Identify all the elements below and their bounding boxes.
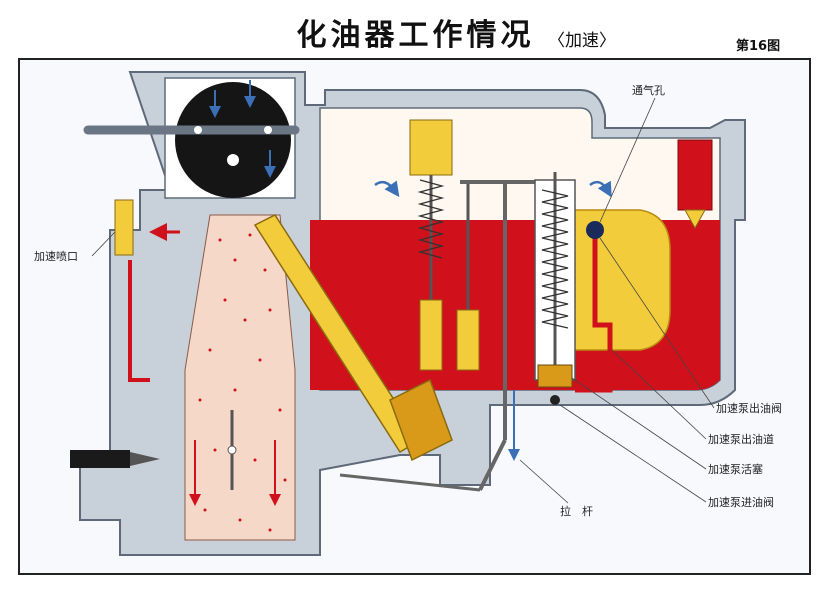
label-pump-outlet-valve: 加速泵出油阀 xyxy=(716,401,782,415)
pump-outlet-passage xyxy=(575,235,613,393)
needle-valve xyxy=(677,139,713,257)
label-accel-nozzle: 加速喷口 xyxy=(34,250,78,263)
pump-piston-part xyxy=(537,364,573,388)
venturi-mixture xyxy=(184,214,296,541)
label-pull-rod: 拉 杆 xyxy=(560,504,593,518)
label-pump-outlet-channel: 加速泵出油道 xyxy=(708,432,774,446)
label-vent-hole: 通气孔 xyxy=(632,83,665,97)
pump-inlet-ball xyxy=(550,395,560,405)
accel-pump xyxy=(534,172,613,405)
page-subtitle: 〈加速〉 xyxy=(548,31,616,51)
figure-number: 第16图 xyxy=(736,39,781,54)
label-pump-inlet-valve: 加速泵进油阀 xyxy=(708,495,774,509)
idle-adjust-screw xyxy=(70,450,160,468)
carburetor-diagram: 加速喷口 通气孔 加速泵出油阀 加速泵出油道 加速泵活塞 加速泵进油阀 拉 杆 xyxy=(34,71,782,556)
accel-nozzle-part xyxy=(114,199,134,256)
page-title: 化油器工作情况 xyxy=(296,18,535,53)
label-pump-piston: 加速泵活塞 xyxy=(708,462,763,476)
fuel-droplets xyxy=(198,233,287,532)
jet-plunger xyxy=(409,119,453,371)
jet-rod-2 xyxy=(456,180,480,371)
pump-outlet-ball xyxy=(586,221,604,239)
diagram-frame: 加速喷口 通气孔 加速泵出油阀 加速泵出油道 加速泵活塞 加速泵进油阀 拉 杆 xyxy=(18,58,811,575)
choke-valve xyxy=(175,82,291,198)
main-jet-tube xyxy=(253,214,453,462)
